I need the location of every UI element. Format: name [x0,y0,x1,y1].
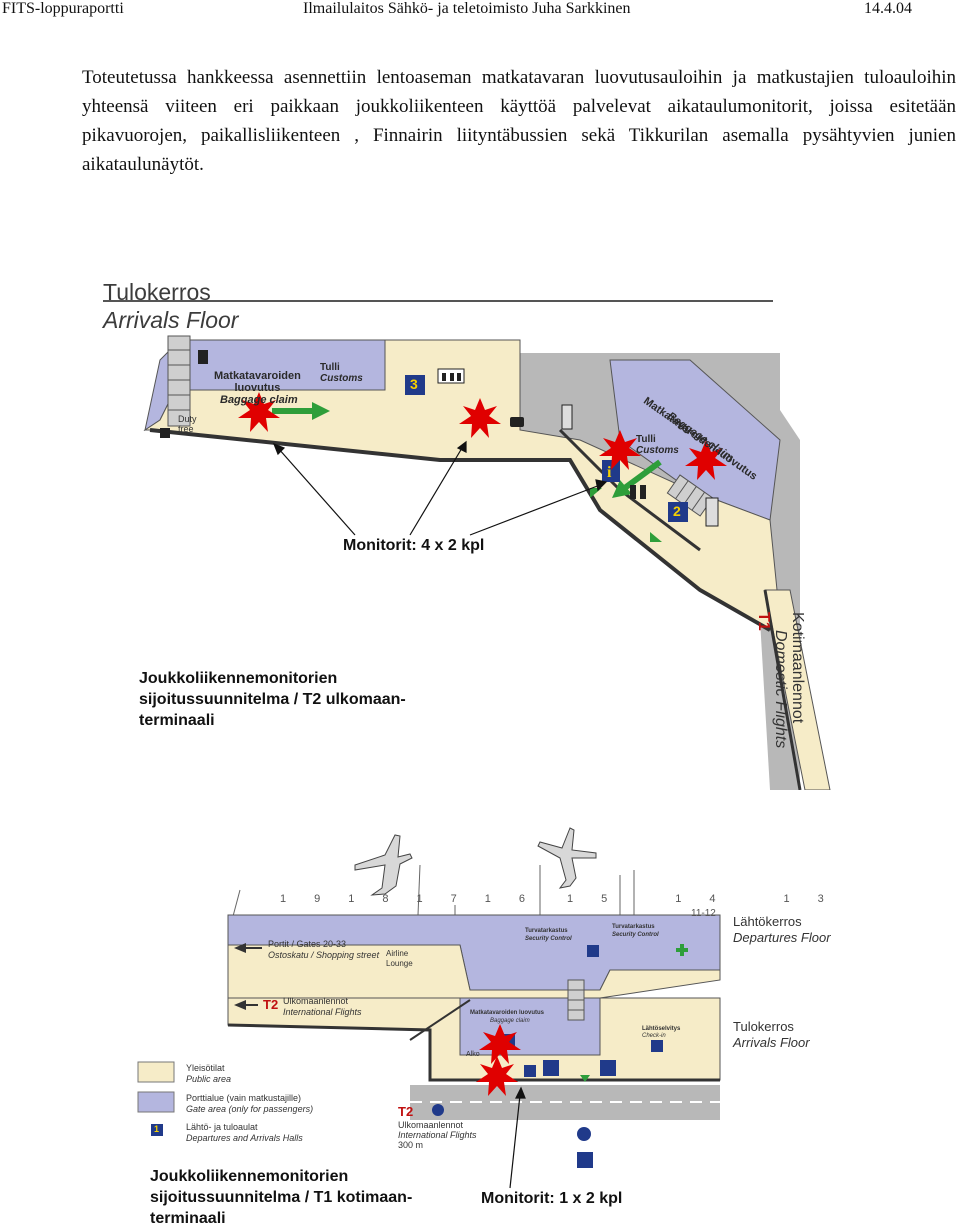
map2-t2-bottom-fi: Ulkomaanlennot [398,1120,464,1130]
legend-public-fi: Yleisötilat [186,1063,225,1073]
map2-t2-bottom-en: International Flights [398,1130,477,1140]
map2-ramp-edge [409,999,471,1041]
map2-arrivals-fi: Tulokerros [733,1019,794,1034]
map2-monitor-label: Monitorit: 1 x 2 kpl [481,1190,623,1207]
map2-airline-lounge: Airline Lounge [386,949,413,968]
map1-customs2-en: Customs [636,445,679,456]
monitor-marker-5 [479,1024,521,1064]
map2-t2-label: T2 [263,997,279,1012]
map1-building-edge [149,428,771,632]
map1-green-marker-1 [590,488,602,498]
map1-customs-en: Customs [320,373,363,384]
map1-customs2-fi: Tulli [636,434,656,445]
map2-t2-en: International Flights [283,1007,362,1017]
map1-title-en: Arrivals Floor [103,307,239,333]
map2-arrow-gates [234,943,262,953]
map1-gate3-box [405,375,425,395]
header-left: FITS-loppuraportti [2,0,124,17]
map1-t1-label: T1 [755,612,772,631]
legend-hall-icon: 1 [154,1124,160,1134]
map1-baggage-en: Baggage claim [220,394,298,406]
legend-gate-en: Gate area (only for passengers) [186,1104,314,1114]
map1-monitor-label: Monitorit: 4 x 2 kpl [343,537,485,554]
header-right: 14.4.04 [864,0,912,17]
map1-service-icons [160,350,719,527]
map1-info-glyph: i [607,464,612,481]
map2-arrivals-en: Arrivals Floor [733,1035,810,1050]
map2-security2-en: Security Control [612,932,659,938]
legend-swatch-gate [137,1091,175,1113]
map2-monitor-pointers [509,1086,526,1189]
map1-t1-corridor [764,589,831,790]
map2-checkin-en: Check-in [642,1033,666,1039]
map2-security2-fi: Turvatarkastus [612,924,655,930]
map2-arrow-intl [234,1000,258,1010]
map1-gate3-label: 3 [410,376,418,392]
legend-swatch-hall [151,1124,163,1136]
map2-bottom-icons [432,1104,593,1168]
map1-plan: i [143,335,831,790]
map2-departures-en: Departures Floor [733,930,831,945]
header-center: Ilmailulaitos Sähkö- ja teletoimisto Juh… [303,0,631,17]
map2-escalator [567,979,585,1021]
map1-monitor-pointers [272,440,608,536]
map1-t1-en: Domestic Flights [772,630,789,749]
monitor-marker-2 [459,398,501,438]
map2-gate-11-12: 11-12 [691,908,716,919]
map1-monitor-markers [238,392,727,480]
map2-caption: Joukkoliikennemonitorien sijoitussuunnit… [150,1168,413,1227]
monitor-marker-6 [476,1056,518,1096]
map1-duty-free: Duty free [178,414,197,434]
body-paragraph: Toteutetussa hankkeessa asennettiin lent… [82,67,956,175]
map2-airplane-right [537,827,597,889]
map2-alko: Alko [466,1051,480,1058]
map2-departures-fi: Lähtökerros [733,914,802,929]
map2-monitor-markers [476,1024,521,1096]
map1-caption: Joukkoliikennemonitorien sijoitussuunnit… [139,670,406,729]
map2-t2-fi: Ulkomaanlennot [283,996,349,1006]
map1-title-rule [103,300,773,302]
map1-gate2-box [668,502,688,522]
map1-baggage-fi: Matkatavaroiden luovutus [214,370,301,394]
map1-customs-fi: Tulli [320,362,340,373]
monitor-marker-4 [685,440,727,480]
map2-baggage-fi: Matkatavaroiden luovutus [470,1010,545,1016]
map1-green-marker-2 [650,532,662,542]
monitor-marker-3 [599,430,641,470]
map2-building-edge [227,1023,720,1082]
map2-t2-bottom-label: T2 [398,1104,414,1119]
map1-green-arrow-1 [272,402,330,420]
map2-t2-bottom-dist: 300 m [398,1140,424,1150]
map1-corridor-edge [763,589,802,790]
legend-hall-en: Departures and Arrivals Halls [186,1133,303,1143]
map1-escalator-left [167,335,191,427]
map2-checkin-fi: Lähtöselvitys [642,1026,681,1032]
monitor-marker-1 [238,392,280,432]
map2-baggage-en: Baggage claim [490,1018,530,1024]
legend-swatch-public [137,1061,175,1083]
map2-ostoskatu: Ostoskatu / Shopping street [268,950,380,960]
map2-security1-fi: Turvatarkastus [525,928,568,934]
map1-green-arrow-2 [612,459,662,498]
legend-gate-fi: Porttialue (vain matkustajille) [186,1093,302,1103]
map1-gate2-label: 2 [673,503,681,519]
map2-airplane-left [354,834,413,896]
map1-t1-fi: Kotimaanlennot [789,612,806,724]
map2-plan [137,827,721,1189]
legend-hall-fi: Lähtö- ja tuloaulat [186,1122,258,1132]
legend-public-en: Public area [186,1074,232,1084]
map2-portit: Portit / Gates 20-33 [268,939,347,949]
map1-info-icon [602,460,620,482]
map2-security1-en: Security Control [525,936,572,942]
